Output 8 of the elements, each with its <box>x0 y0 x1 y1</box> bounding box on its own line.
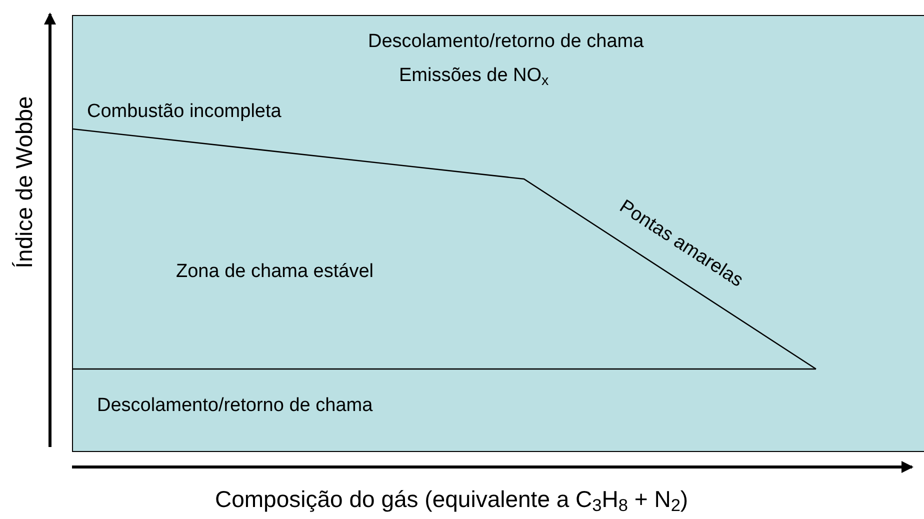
region-label: Zona de chama estável <box>176 260 374 284</box>
plot-area <box>72 15 924 452</box>
region-label: Emissões de NO$_{x}$ <box>399 64 549 88</box>
y-axis-title: Índice de Wobbe <box>10 96 38 268</box>
region-label: Descolamento/retorno de chama <box>97 394 373 418</box>
region-label: Descolamento/retorno de chama <box>368 30 644 54</box>
region-label: Combustão incompleta <box>87 100 282 124</box>
x-axis-title: Composição do gás (equivalente a C$_{3}$H$_{8}$ + N$_{2}$) <box>215 485 688 516</box>
